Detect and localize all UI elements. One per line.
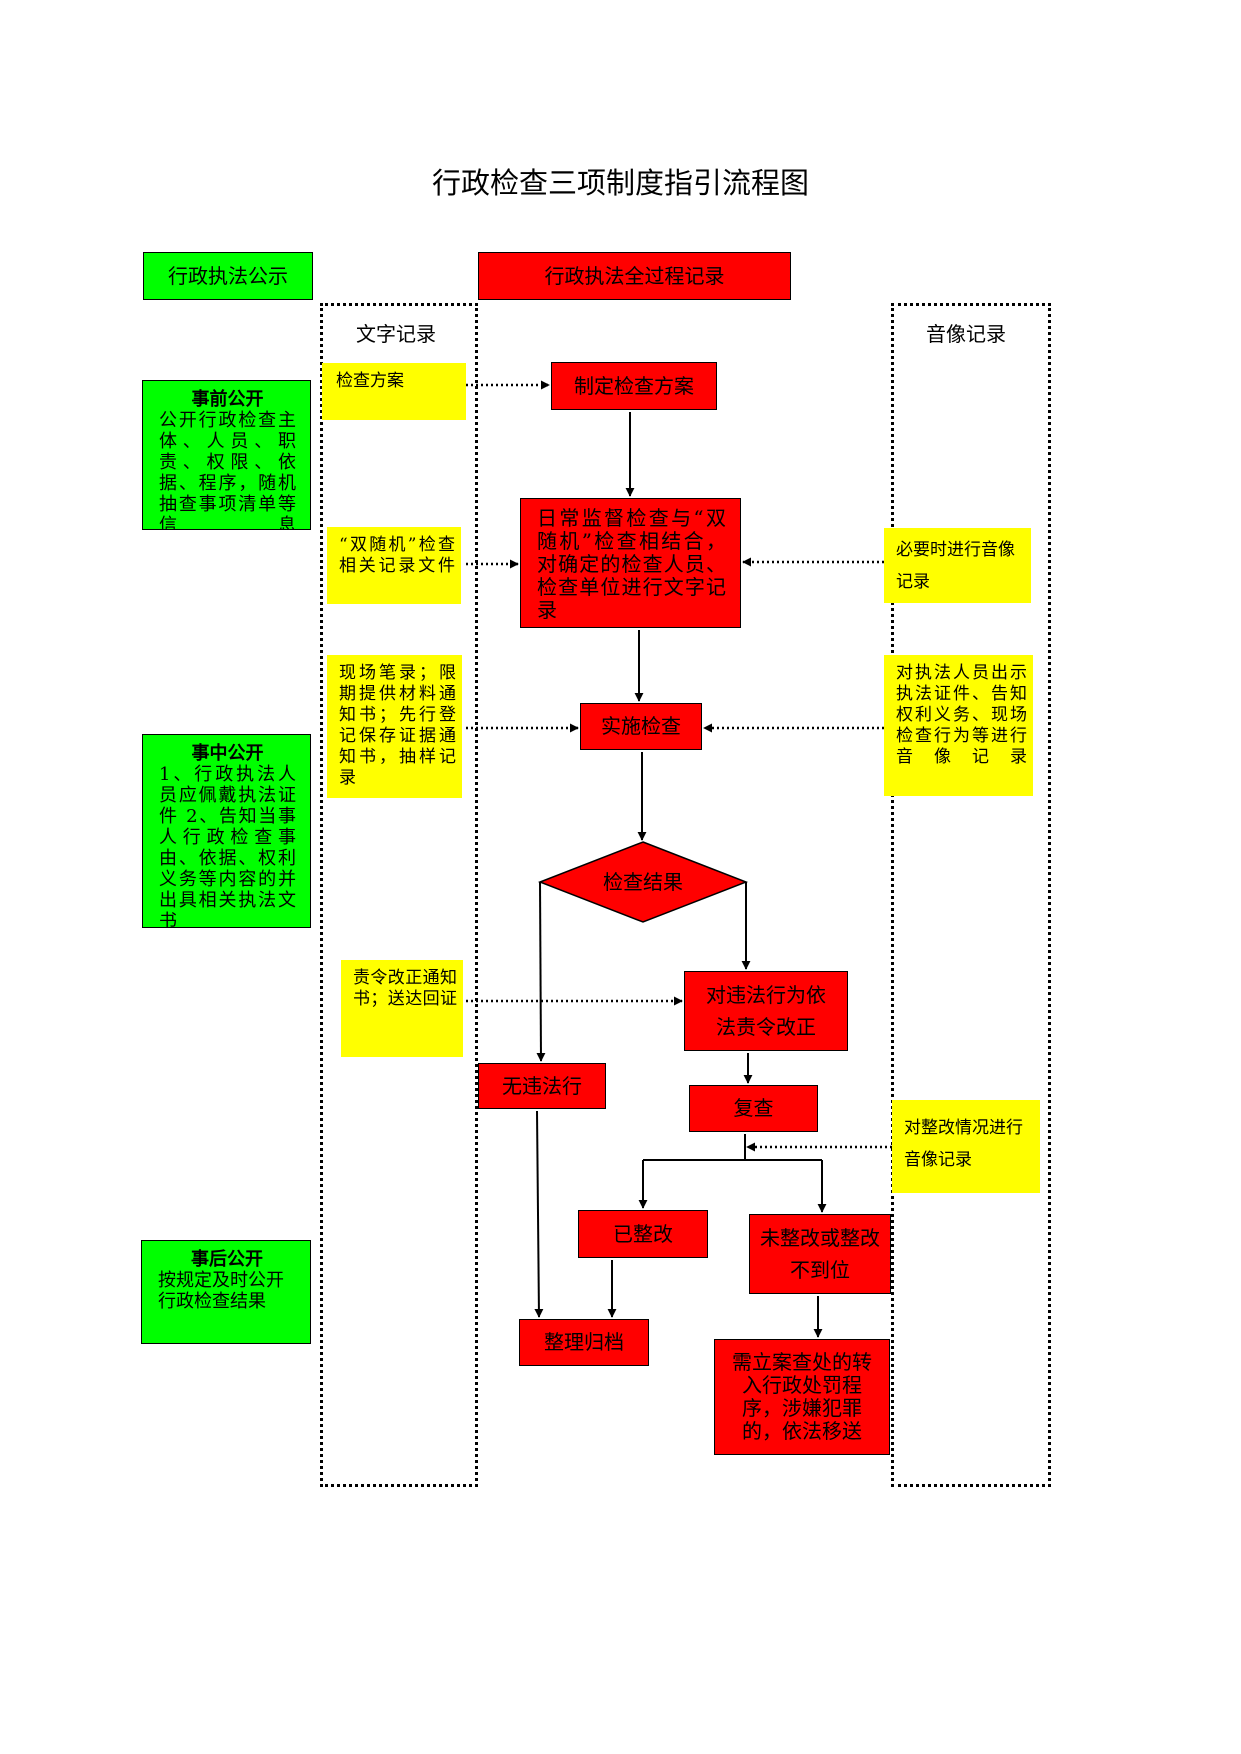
flow-transfer-label: 需立案查处的转入行政处罚程序，涉嫌犯罪的，依法移送 <box>732 1350 872 1443</box>
text-record-plan: 检查方案 <box>322 363 466 420</box>
flow-result-diamond <box>537 841 749 923</box>
av-record-column <box>891 303 1051 1487</box>
av-record-rectify: 对整改情况进行音像记录 <box>892 1100 1040 1193</box>
flow-corrected: 已整改 <box>578 1210 708 1258</box>
flow-not-corrected-label: 未整改或整改不到位 <box>760 1226 880 1282</box>
publicity-during-heading: 事中公开 <box>191 743 264 764</box>
flow-recheck: 复查 <box>689 1085 818 1132</box>
flow-result-label: 检查结果 <box>603 869 683 894</box>
publicity-during-body: 1、行政执法人员应佩戴执法证件 2、告知当事人行政检查事由、依据、权利义务等内容… <box>159 764 296 928</box>
arrow-result-to-no-violation <box>536 881 546 1062</box>
flow-conduct-check: 实施检查 <box>580 703 702 750</box>
flow-daily-check: 日常监督检查与“双随机”检查相结合，对确定的检查人员、检查单位进行文字记录 <box>520 498 741 628</box>
av-record-necessary: 必要时进行音像记录 <box>884 528 1031 603</box>
arrow-no-violation-to-archive <box>534 1110 544 1318</box>
flow-no-violation: 无违法行 <box>478 1063 606 1109</box>
flow-order-correct-label: 对违法行为依法责令改正 <box>706 983 826 1039</box>
publicity-before-body: 公开行政检查主体、人员、职责、权限、依据、程序，随机抽查事项清单等信息 <box>159 410 296 530</box>
flow-order-correct: 对违法行为依法责令改正 <box>684 971 848 1051</box>
publicity-after-heading: 事后公开 <box>191 1249 263 1270</box>
publicity-before-heading: 事前公开 <box>191 389 264 410</box>
text-record-column <box>320 303 478 1487</box>
av-record-label: 音像记录 <box>926 322 1006 346</box>
text-record-rectify: 责令改正通知书；送达回证 <box>341 960 463 1057</box>
flow-not-corrected: 未整改或整改不到位 <box>749 1214 891 1294</box>
text-record-onsite: 现场笔录；限期提供材料通知书；先行登记保存证据通知书，抽样记录 <box>327 655 462 798</box>
publicity-header: 行政执法公示 <box>143 252 313 300</box>
text-record-label: 文字记录 <box>356 322 436 346</box>
text-record-random: “双随机”检查相关记录文件 <box>327 527 461 604</box>
publicity-during-box: 事中公开 1、行政执法人员应佩戴执法证件 2、告知当事人行政检查事由、依据、权利… <box>142 734 311 928</box>
flow-archive: 整理归档 <box>519 1319 649 1366</box>
publicity-after-box: 事后公开 按规定及时公开行政检查结果 <box>141 1240 311 1344</box>
av-record-onsite: 对执法人员出示执法证件、告知权利义务、现场检查行为等进行音像记录 <box>884 655 1033 796</box>
page-title: 行政检查三项制度指引流程图 <box>431 166 809 200</box>
publicity-after-body: 按规定及时公开行政检查结果 <box>158 1270 284 1312</box>
flow-make-plan: 制定检查方案 <box>551 362 717 410</box>
flow-transfer: 需立案查处的转入行政处罚程序，涉嫌犯罪的，依法移送 <box>714 1339 890 1455</box>
publicity-before-box: 事前公开 公开行政检查主体、人员、职责、权限、依据、程序，随机抽查事项清单等信息 <box>142 380 311 530</box>
recording-header: 行政执法全过程记录 <box>478 252 791 300</box>
